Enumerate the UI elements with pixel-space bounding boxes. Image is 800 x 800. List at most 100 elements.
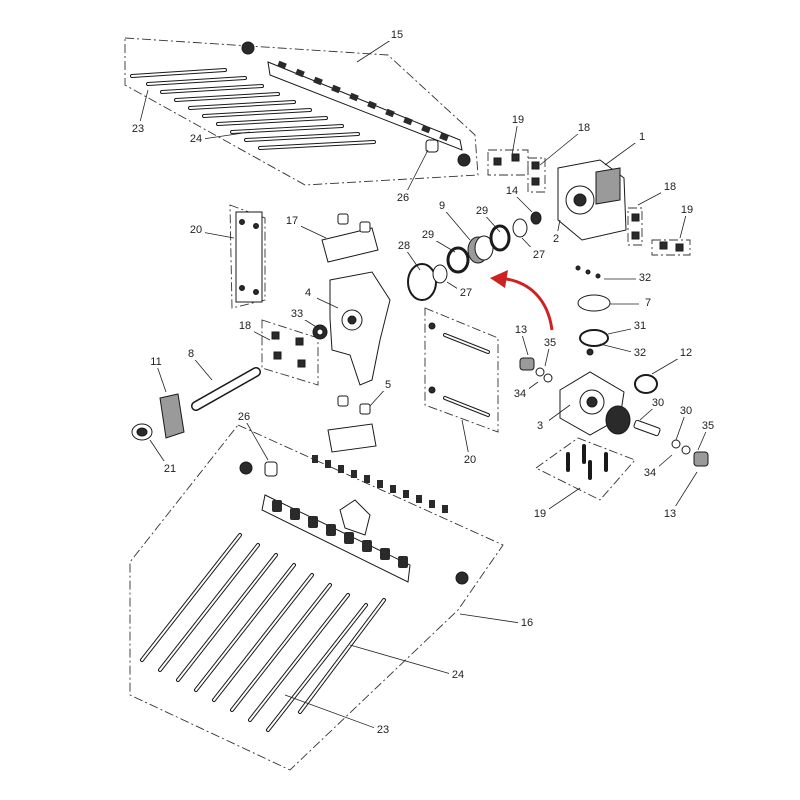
callout-bg-c-18a (575, 120, 593, 134)
leader-line-c-19a (511, 120, 519, 156)
callout-label-c-19a: 19 (512, 114, 524, 126)
callout-bg-c-29b (419, 227, 437, 241)
callout-bg-c-8 (182, 346, 200, 360)
callout-label-c-35a: 35 (544, 337, 556, 349)
callout-bg-c-17 (283, 213, 301, 227)
callout-label-c-9: 9 (439, 200, 445, 212)
callout-bg-c-1 (633, 129, 651, 143)
callout-label-c-24b: 24 (452, 669, 464, 681)
callout-label-c-20a: 20 (190, 224, 202, 236)
callout-label-c-26b: 26 (238, 411, 250, 423)
callout-bg-c-19a (509, 112, 527, 126)
callout-bg-c-27b (457, 285, 475, 299)
callout-bg-c-28 (395, 238, 413, 252)
leader-line-c-24b (349, 644, 459, 677)
callout-bg-c-19c (531, 506, 549, 520)
callout-bg-c-5 (379, 377, 397, 391)
callout-bg-c-30b (677, 403, 695, 417)
callout-bg-c-4 (299, 285, 317, 299)
bottom-rail-assembly (140, 455, 469, 732)
callout-label-c-26a: 26 (397, 192, 409, 204)
callout-bg-c-20a (187, 222, 205, 236)
callout-bg-c-26a (394, 190, 412, 204)
callout-bg-c-27a (530, 247, 548, 261)
callout-bg-c-16 (518, 615, 536, 629)
leader-line-c-9 (441, 206, 471, 241)
callout-bg-c-31 (631, 318, 649, 332)
leader-line-c-16 (459, 613, 528, 625)
callout-label-c-12: 12 (680, 347, 692, 359)
callout-label-c-23b: 23 (377, 724, 389, 736)
callout-bg-c-20b (461, 452, 479, 466)
callout-bg-c-2 (547, 231, 565, 245)
group-border-18c (261, 319, 319, 386)
callout-label-c-33: 33 (291, 308, 303, 320)
callout-bg-c-24b (449, 667, 467, 681)
callout-label-c-20b: 20 (464, 454, 476, 466)
callout-bg-c-18b (661, 179, 679, 193)
callout-label-c-13a: 13 (515, 324, 527, 336)
callout-label-c-16: 16 (521, 617, 533, 629)
callout-label-c-28: 28 (398, 240, 410, 252)
callout-bg-c-30a (649, 395, 667, 409)
callout-label-c-27b: 27 (460, 287, 472, 299)
callout-label-c-18b: 18 (664, 181, 676, 193)
callout-label-c-31: 31 (634, 320, 646, 332)
callout-label-c-8: 8 (188, 348, 194, 360)
callout-bg-c-11 (147, 354, 165, 368)
group-border-18b (627, 207, 643, 246)
callout-label-c-14: 14 (506, 185, 518, 197)
group-border-19b (651, 239, 691, 256)
callout-bg-c-21 (161, 461, 179, 475)
leader-line-c-26b (243, 417, 269, 461)
callout-label-c-13b: 13 (664, 508, 676, 520)
group-border-18a (527, 157, 546, 193)
callout-label-c-4: 4 (305, 287, 311, 299)
callout-label-c-15a: 15 (391, 29, 403, 41)
callout-bg-c-32a (636, 270, 654, 284)
callout-label-c-35b: 35 (702, 420, 714, 432)
callout-label-c-30a: 30 (652, 397, 664, 409)
group-border-20b (424, 307, 499, 433)
callout-label-c-3: 3 (537, 420, 543, 432)
callout-label-c-29b: 29 (422, 229, 434, 241)
callout-label-c-30b: 30 (680, 405, 692, 417)
callout-label-c-7: 7 (645, 297, 651, 309)
callout-bg-c-32b (631, 345, 649, 359)
leader-line-c-23b (284, 694, 384, 732)
callout-label-c-29a: 29 (476, 205, 488, 217)
callout-label-c-5: 5 (385, 379, 391, 391)
callout-label-c-32a: 32 (639, 272, 651, 284)
callout-label-c-34a: 34 (514, 388, 526, 400)
callout-bg-c-34a (511, 386, 529, 400)
callout-label-c-11: 11 (150, 356, 161, 368)
callout-bg-c-14 (503, 183, 521, 197)
callout-bg-c-23a (129, 121, 147, 135)
callout-bg-c-13a (512, 322, 530, 336)
callout-bg-c-19b (678, 202, 696, 216)
callout-bg-c-23b (374, 722, 392, 736)
callout-bg-c-9 (433, 198, 451, 212)
callout-label-c-21: 21 (164, 463, 176, 475)
callout-label-c-18c: 18 (239, 320, 251, 332)
callout-label-c-27a: 27 (533, 249, 545, 261)
red-arrow-icon (490, 270, 554, 331)
callout-bg-c-18c (236, 318, 254, 332)
callout-bg-c-15a (388, 27, 406, 41)
top-rail-assembly (130, 41, 471, 167)
callout-bg-c-29a (473, 203, 491, 217)
callout-label-c-18a: 18 (578, 122, 590, 134)
callout-label-c-1: 1 (639, 131, 645, 143)
callout-bg-c-13b (661, 506, 679, 520)
callout-label-c-2: 2 (553, 233, 559, 245)
callout-bg-c-7 (639, 295, 657, 309)
callout-label-c-19b: 19 (681, 204, 693, 216)
callout-bg-c-33 (288, 306, 306, 320)
callout-bg-c-26b (235, 409, 253, 423)
callout-label-c-17: 17 (286, 215, 298, 227)
callout-bg-c-35a (541, 335, 559, 349)
callout-bg-c-12 (677, 345, 695, 359)
callout-label-c-19c: 19 (534, 508, 546, 520)
